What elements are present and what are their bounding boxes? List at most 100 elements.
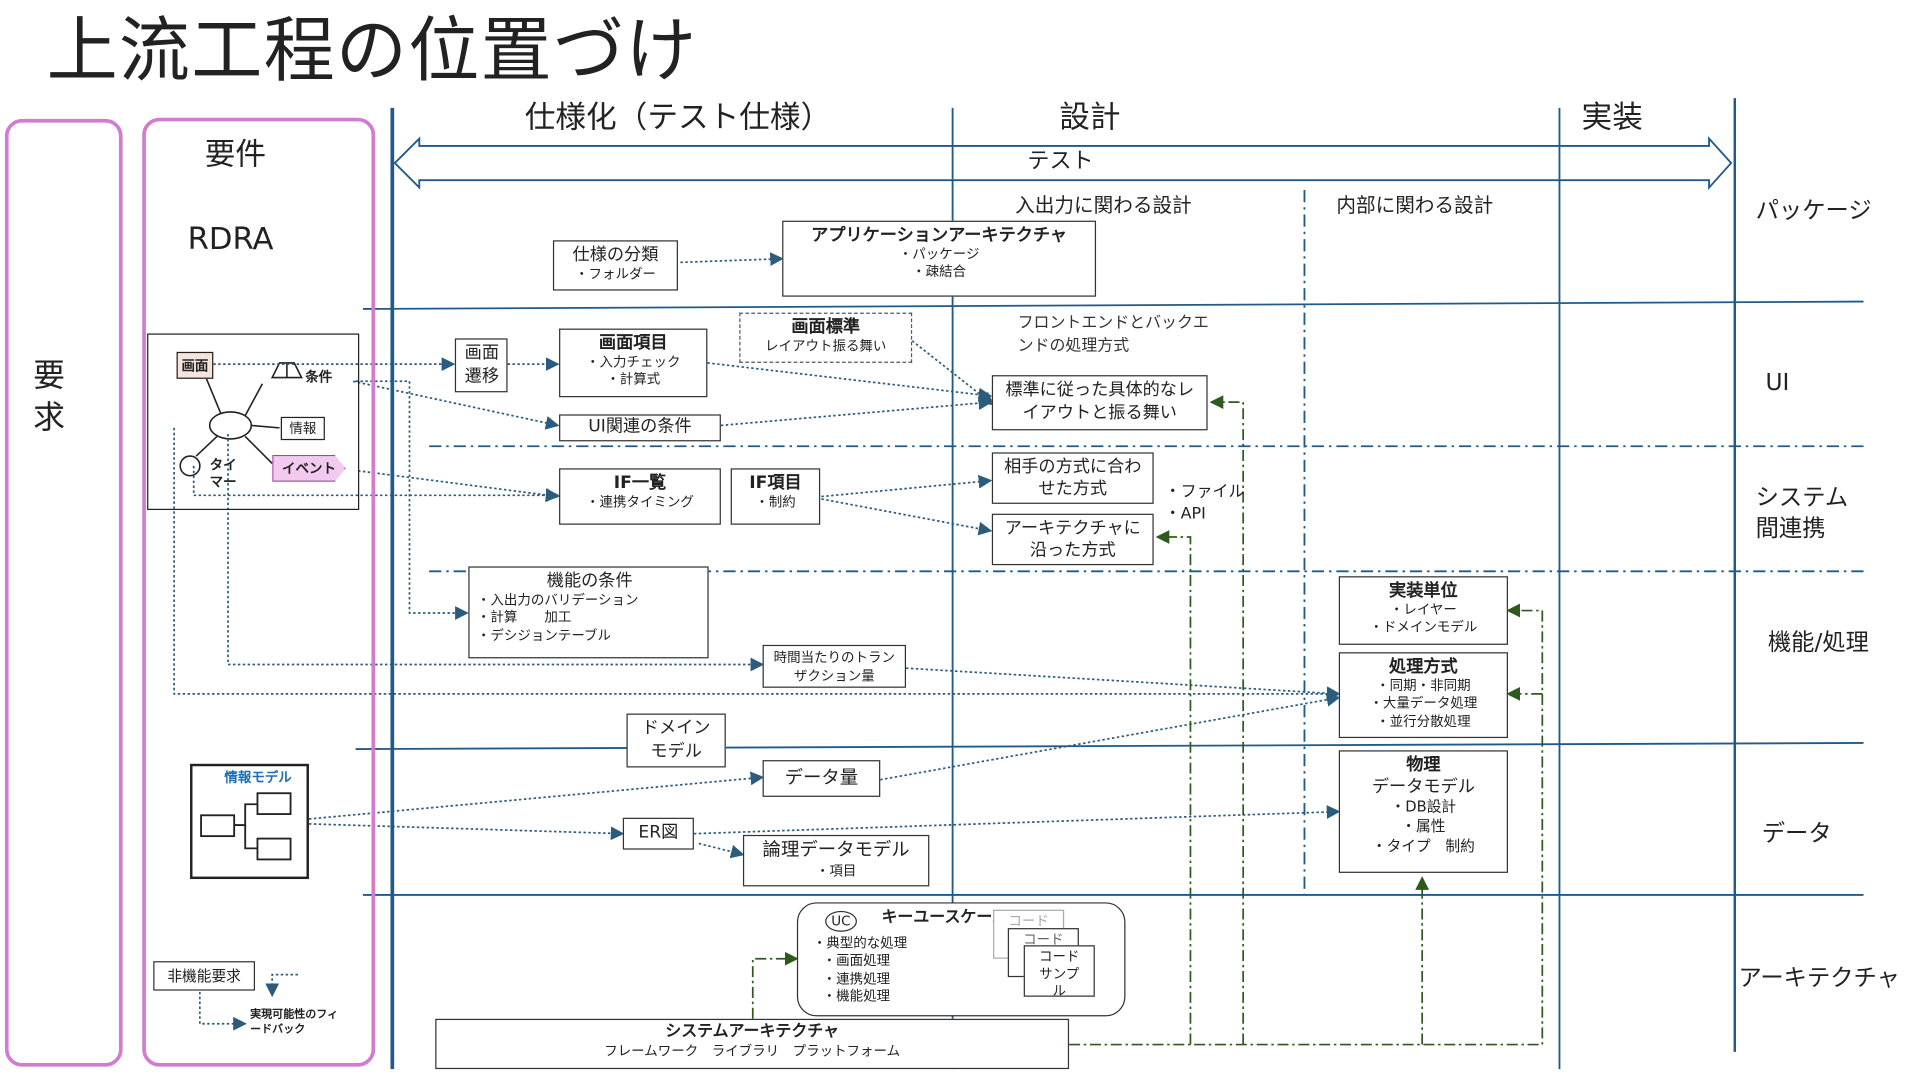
ui-conditions-title: UI関連の条件 [588,416,692,437]
requirement-frame [4,118,123,1067]
processing-title: 処理方式 [1389,657,1458,677]
design-internal-label: 内部に関わる設計 [1336,193,1494,218]
app-arch-item-1: ・パッケージ [898,246,980,263]
screen-items-item-1: ・入力チェック [586,354,681,371]
app-arch-box: アプリケーションアーキテクチャ ・パッケージ ・疎結合 [782,220,1097,297]
usecase-badge: UC [825,910,857,932]
spec-requirement-label: 要件 [204,136,267,172]
test-arrow [393,136,1733,190]
domain-model-box: ドメインモデル [626,713,726,768]
if-items-item: ・制約 [755,494,796,511]
nfr-label: 非機能要求 [167,967,241,985]
key-usecase-item-1: ・典型的な処理 [812,935,908,952]
layer-data: データ [1761,820,1832,848]
app-arch-title: アプリケーションアーキテクチャ [811,225,1068,246]
screen-transition-box: 画面遷移 [454,338,508,393]
rdra-screen-label: 画面 [181,357,209,374]
er-diagram-box: ER図 [622,817,694,850]
requirement-label: 要求 [33,357,65,437]
layer-system-link-2: 間連携 [1755,514,1826,542]
logical-model-item: ・項目 [815,862,857,879]
if-list-title: IF一覧 [613,473,667,493]
test-label: テスト [1027,148,1094,175]
page-title: 上流工程の位置づけ [46,8,698,92]
layer-system-link-1: システム [1755,484,1849,512]
key-usecase-item-4: ・機能処理 [822,988,891,1004]
tx-volume-box: 時間当たりのトランザクション量 [762,644,907,688]
code-sample-front: コードサンプル [1023,945,1095,997]
physical-title: 物理 [1406,755,1441,775]
tx-volume-title: 時間当たりのトランザクション量 [773,649,895,685]
partner-method-title: 相手の方式に合わせた方式 [1004,457,1142,499]
info-model-box [190,763,309,880]
physical-item-3: ・タイプ 制約 [1371,836,1475,854]
rdra-info-node: 情報 [280,416,325,441]
spec-requirement-frame [142,117,376,1067]
key-usecase-item-3: ・連携処理 [822,970,891,987]
func-conditions-title: 機能の条件 [546,571,633,591]
screen-items-title: 画面項目 [598,333,668,354]
rdra-timer-node: タイマー [209,457,237,491]
domain-model-title: ドメインモデル [641,718,711,762]
processing-box: 処理方式 ・同期・非同期 ・大量データ処理 ・並行分散処理 [1338,652,1508,739]
screen-transition-title: 画面遷移 [464,343,499,387]
rdra-info-label: 情報 [289,420,317,437]
app-arch-item-2: ・疎結合 [912,264,967,281]
processing-item-1: ・同期・非同期 [1376,678,1471,695]
screen-items-item-2: ・計算式 [606,372,661,389]
physical-item-1: ・DB設計 [1390,798,1457,816]
layer-function: 機能/処理 [1767,628,1869,656]
data-volume-box: データ量 [762,760,881,797]
func-conditions-item-3: ・デシジョンテーブル [476,627,611,644]
data-volume-title: データ量 [784,766,859,789]
nfr-box: 非機能要求 [153,961,256,991]
if-list-item: ・連携タイミング [586,494,694,511]
physical-box: 物理 データモデル ・DB設計 ・属性 ・タイプ 制約 [1338,750,1508,873]
phase-specification: 仕様化（テスト仕様） [524,99,832,135]
architecture-feedback-arrows [751,395,1544,1046]
impl-unit-title: 実装単位 [1389,581,1458,601]
api-label: ・API [1164,505,1206,524]
sys-arch-sub: フレームワーク ライブラリ プラットフォーム [604,1043,901,1060]
if-list-box: IF一覧 ・連携タイミング [559,468,721,525]
physical-item-2: ・属性 [1401,817,1446,835]
arch-method-title: アーキテクチャに沿った方式 [1004,518,1141,561]
screen-standard-title: 画面標準 [791,317,861,338]
file-label: ・ファイル [1164,483,1245,502]
func-conditions-item-2: ・計算 加工 [476,609,572,626]
rdra-event-label: イベント [281,460,336,477]
flow-arrows [173,252,1341,1031]
layer-architecture: アーキテクチャ [1738,964,1900,992]
info-model-label: 情報モデル [224,769,292,786]
phase-design: 設計 [1059,99,1121,135]
std-layout-box: 標準に従った具体的なレイアウトと振る舞い [991,375,1208,431]
code-sample-back-1-label: コード [1008,913,1049,930]
layer-lines [355,300,1864,896]
fe-be-note: フロントエンドとバックエンドの処理方式 [1017,313,1209,356]
arch-method-box: アーキテクチャに沿った方式 [991,513,1154,566]
spec-class-item: ・フォルダー [574,266,656,283]
rdra-event-node: イベント [272,454,346,482]
spec-class-title: 仕様の分類 [572,245,659,265]
processing-item-3: ・並行分散処理 [1376,713,1471,730]
code-sample-back-2-label: コード [1023,931,1064,948]
rdra-model-graph [179,362,303,477]
screen-standard-item: レイアウト振る舞い [765,338,887,355]
physical-sub: データモデル [1371,777,1475,798]
partner-method-box: 相手の方式に合わせた方式 [991,452,1154,504]
layer-package: パッケージ [1755,197,1872,225]
layer-ui: UI [1765,369,1790,396]
logical-model-title: 論理データモデル [762,838,910,861]
rdra-label: RDRA [187,220,274,257]
logical-model-box: 論理データモデル ・項目 [742,834,930,887]
std-layout-title: 標準に従った具体的なレイアウトと振る舞い [1005,380,1195,423]
screen-items-box: 画面項目 ・入力チェック ・計算式 [559,328,708,398]
func-conditions-box: 機能の条件 ・入出力のバリデーション ・計算 加工 ・デシジョンテーブル [468,566,709,659]
key-usecase-item-2: ・画面処理 [822,952,891,969]
impl-unit-item-2: ・ドメインモデル [1369,619,1478,636]
er-diagram-title: ER図 [638,822,679,843]
impl-unit-box: 実装単位 ・レイヤー ・ドメインモデル [1338,576,1508,645]
screen-standard-box: 画面標準 レイアウト振る舞い [739,312,913,363]
